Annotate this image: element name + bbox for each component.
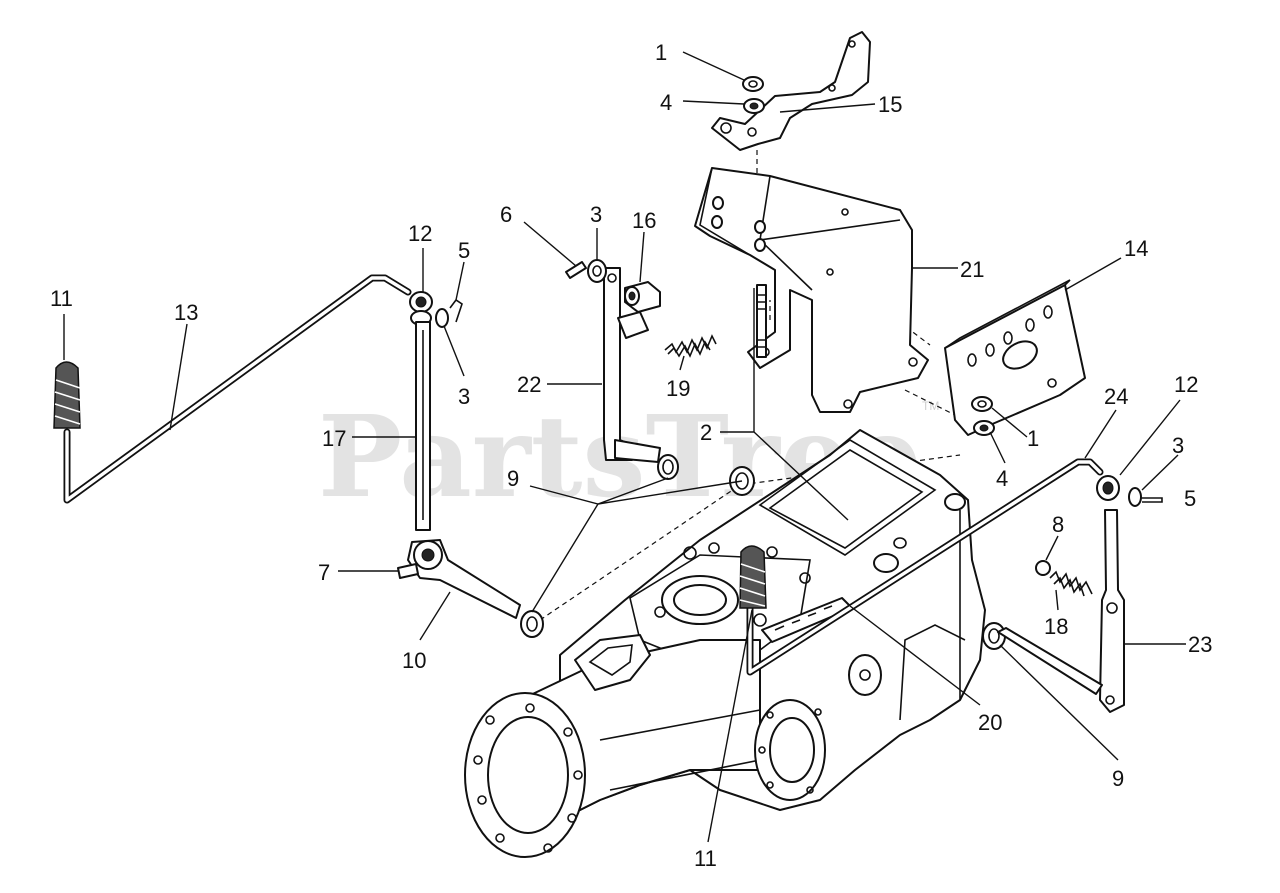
trademark-mark: TM: [922, 399, 939, 413]
axle-housing: [464, 634, 761, 858]
callout-10: 10: [402, 648, 426, 673]
shift-rod-part-13: [63, 274, 412, 504]
rod-part-17: [415, 321, 431, 531]
knob-part-11-left: [53, 361, 81, 429]
callout-11: 11: [50, 286, 73, 311]
washer-part-3-right: [1128, 487, 1142, 507]
callout-labels: 1 4 15 6 3 16 21 14 12 5 11 13 3 22 19 1…: [50, 40, 1212, 871]
callout-14: 14: [1124, 236, 1148, 261]
callout-9: 9: [507, 466, 519, 491]
callout-18: 18: [1044, 614, 1068, 639]
spring-part-19: [664, 334, 717, 358]
plate-part-14: [944, 279, 1086, 436]
nut-part-1-lower: [971, 396, 993, 412]
shaft-part-23-arm: [997, 627, 1103, 695]
seal-part-9-a: [657, 454, 679, 480]
washer-part-3-center: [587, 259, 607, 283]
knob-part-11-center: [739, 545, 767, 609]
washer-part-4-lower: [973, 420, 995, 436]
callout-7: 7: [318, 560, 330, 585]
support-bracket-part-21: [694, 167, 929, 413]
callout-16: 16: [632, 208, 656, 233]
callout-20: 20: [978, 710, 1002, 735]
washer-part-4-upper: [743, 98, 765, 114]
callout-4: 4: [996, 466, 1008, 491]
collar-part-12-right: [1096, 475, 1120, 501]
callout-21: 21: [960, 257, 984, 282]
seal-part-9-d: [982, 622, 1006, 650]
callout-6: 6: [500, 202, 512, 227]
bushing-part-16: [624, 281, 661, 313]
bracket-part-15: [711, 31, 871, 151]
cotter-part-5-right: [1140, 497, 1163, 503]
callout-3: 3: [458, 384, 470, 409]
callout-8: 8: [1052, 512, 1064, 537]
callout-9: 9: [1112, 766, 1124, 791]
callout-4: 4: [660, 90, 672, 115]
lever-part-23: [1099, 509, 1125, 713]
callout-19: 19: [666, 376, 690, 401]
callout-11: 11: [694, 846, 717, 871]
callout-5: 5: [1184, 486, 1196, 511]
pin-part-7: [397, 563, 419, 579]
leader-lines: [63, 51, 1186, 843]
ball-part-8: [1035, 560, 1051, 576]
callout-5: 5: [458, 238, 470, 263]
pin-part-6: [565, 261, 587, 279]
spring-part-18: [1049, 570, 1093, 597]
callout-17: 17: [322, 426, 346, 451]
shift-rod-part-24: [746, 458, 1104, 676]
seal-part-9-c: [520, 610, 544, 638]
washer-part-3-left: [435, 308, 449, 328]
cotter-part-5-left: [449, 298, 463, 323]
callout-2: 2: [700, 420, 712, 445]
sleeve-part: [617, 311, 649, 339]
callout-1: 1: [1027, 426, 1039, 451]
nut-part-1-upper: [742, 76, 764, 92]
callout-12: 12: [1174, 372, 1198, 397]
callout-13: 13: [174, 300, 198, 325]
callout-24: 24: [1104, 384, 1128, 409]
callout-12: 12: [408, 221, 432, 246]
callout-22: 22: [517, 372, 541, 397]
callout-3: 3: [1172, 433, 1184, 458]
callout-1: 1: [655, 40, 667, 65]
callout-15: 15: [878, 92, 902, 117]
right-axle-flange: [754, 699, 826, 801]
callout-23: 23: [1188, 632, 1212, 657]
collar-part-12-left: [409, 291, 433, 326]
shaft-part-10: [407, 539, 521, 619]
callout-3: 3: [590, 202, 602, 227]
